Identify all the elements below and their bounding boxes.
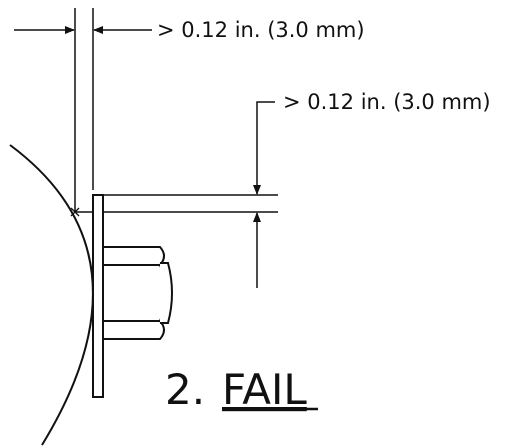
curved-surface bbox=[9, 144, 94, 446]
mounting-plate bbox=[92, 194, 104, 398]
dimension-label-top: > 0.12 in. (3.0 mm) bbox=[157, 18, 365, 42]
result-word: FAIL bbox=[222, 365, 307, 414]
hex-nut bbox=[102, 246, 173, 340]
right-arrow-top bbox=[253, 101, 275, 195]
dimension-label-right: > 0.12 in. (3.0 mm) bbox=[283, 90, 491, 114]
result-number: 2. bbox=[165, 365, 205, 414]
